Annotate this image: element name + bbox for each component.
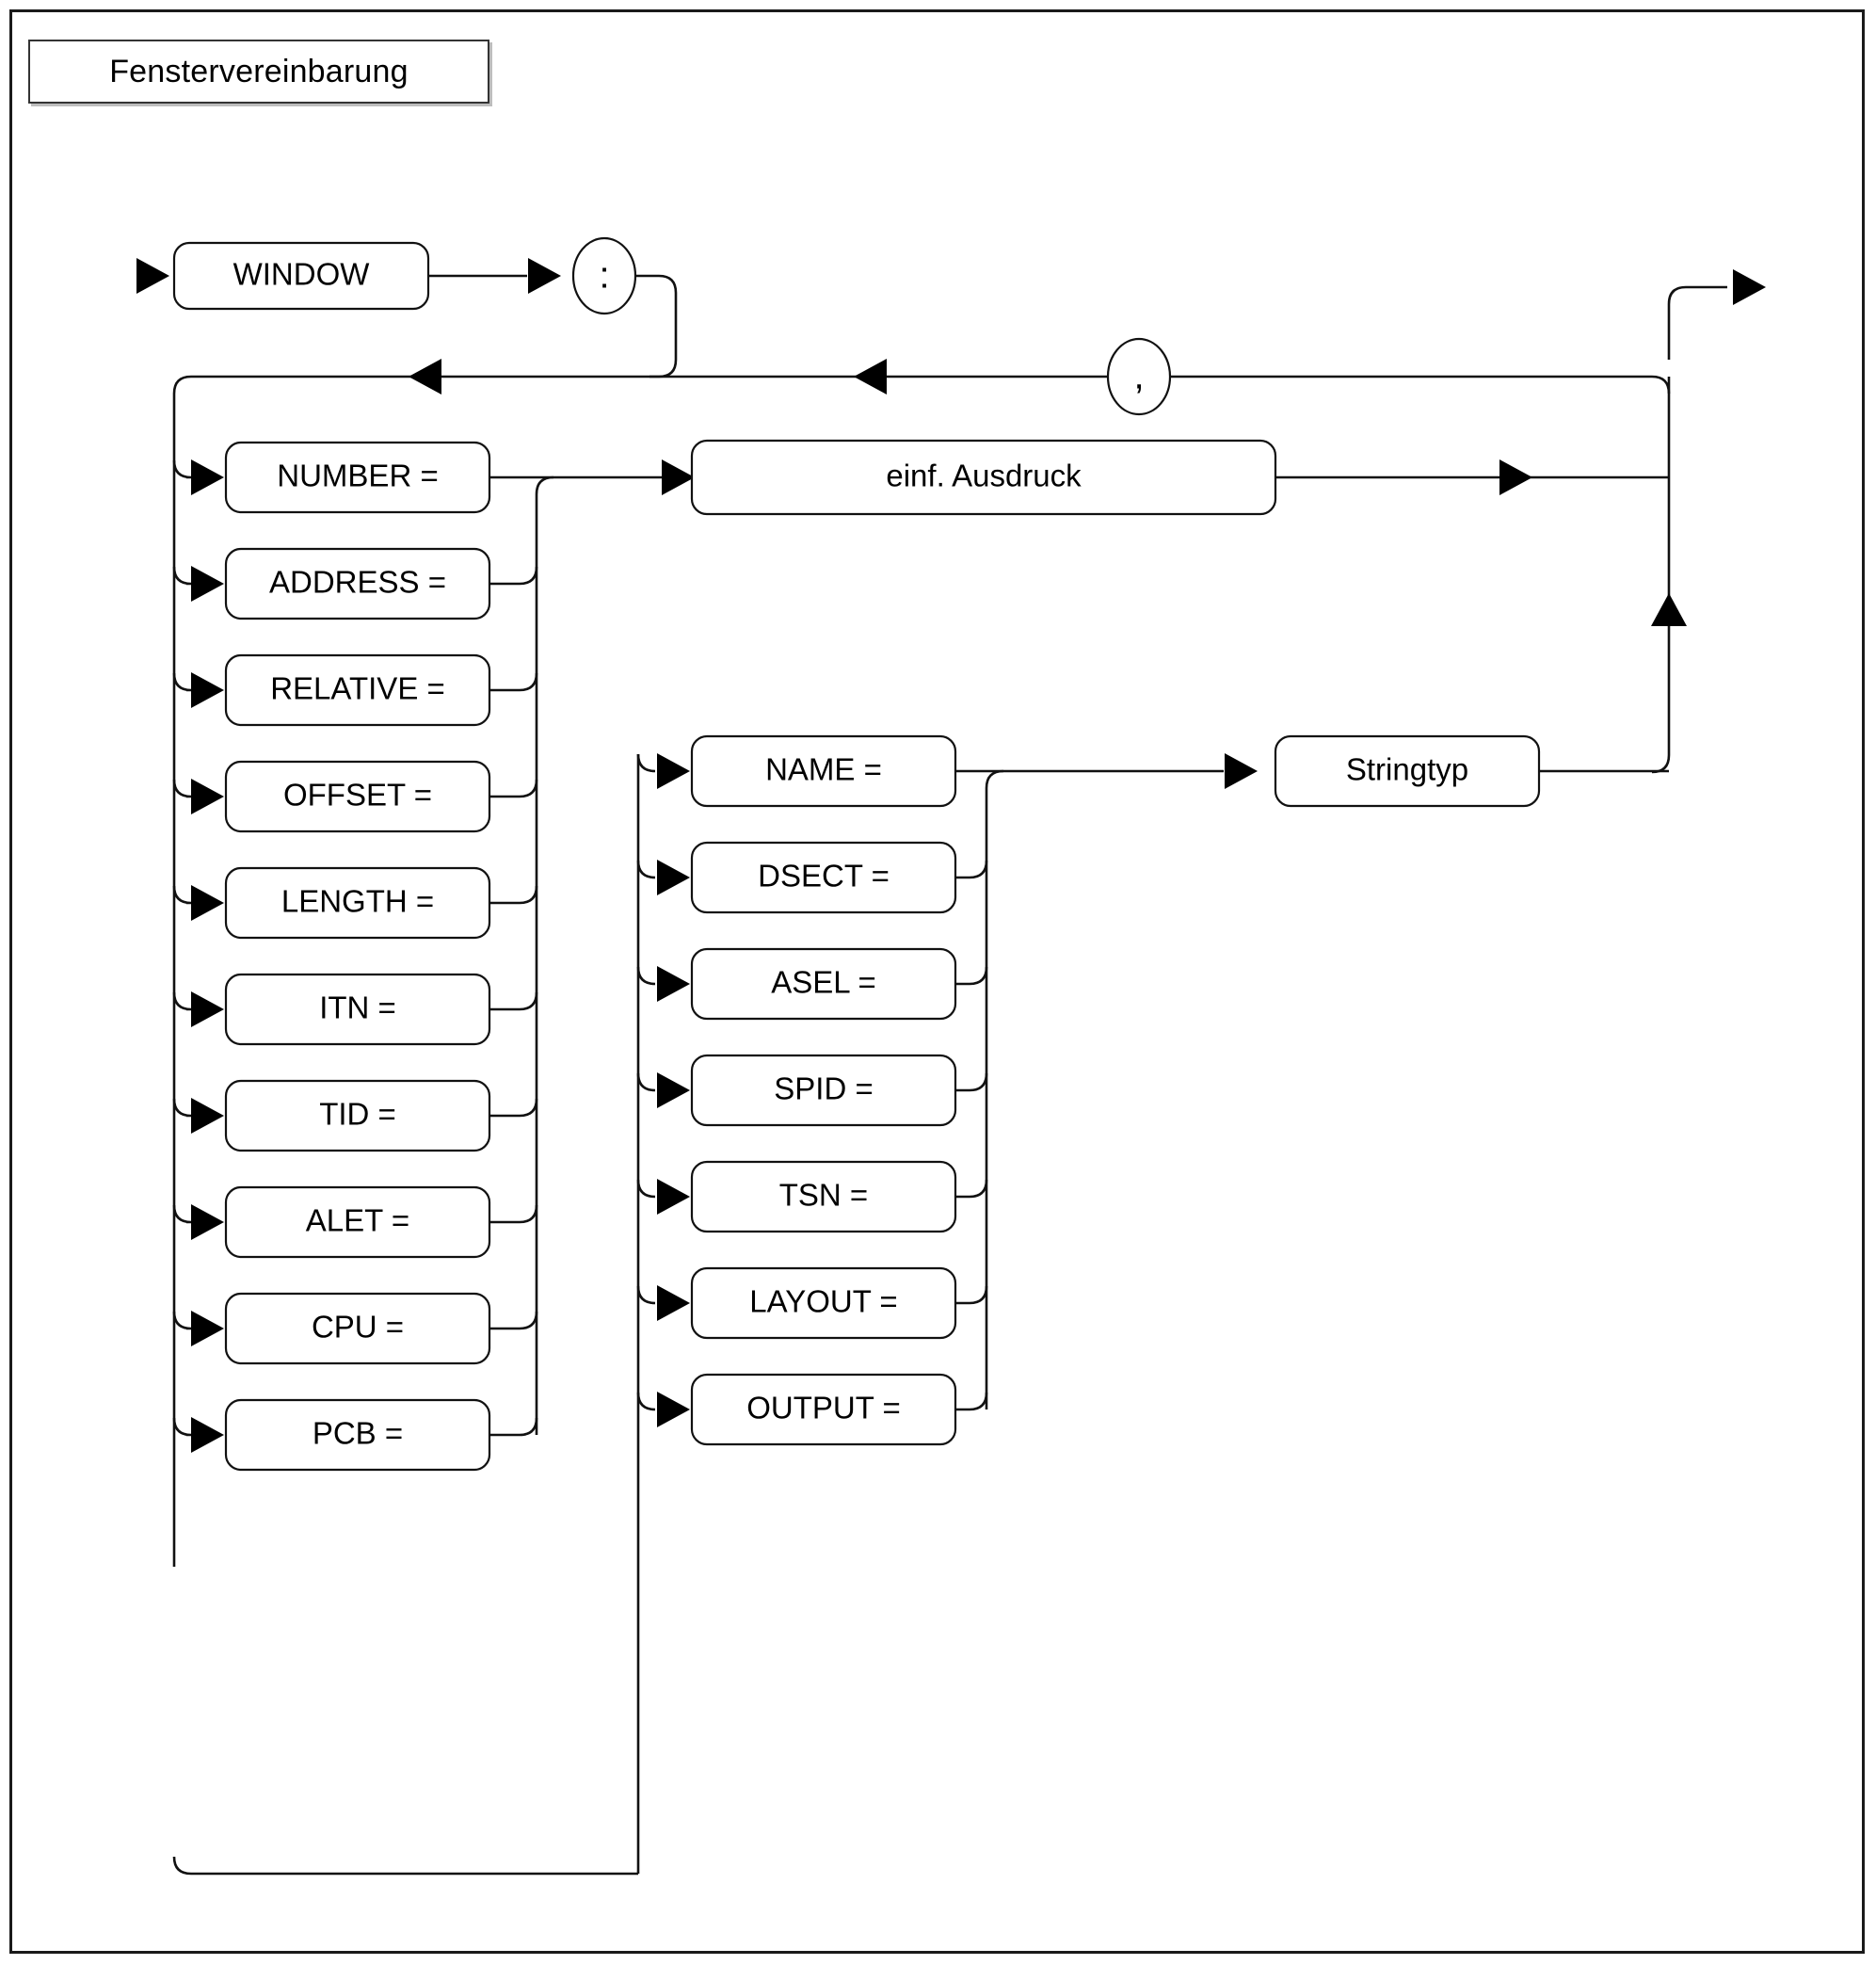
left-option-2[interactable]: ADDRESS =	[224, 547, 491, 620]
diagram-nodes: WINDOW:, NUMBER = ADDRESS = RELATIVE = OFFSE…	[172, 236, 1541, 1472]
left-option-10[interactable]: PCB =	[224, 1398, 491, 1472]
rail-lines	[172, 274, 1727, 1876]
middle-option-2[interactable]: DSECT =	[690, 841, 957, 914]
arrow-heads	[136, 258, 1766, 1453]
left-option-2-label: ADDRESS =	[269, 565, 446, 600]
left-option-5-label: LENGTH =	[281, 884, 434, 919]
middle-option-6[interactable]: LAYOUT =	[690, 1266, 957, 1340]
middle-option-7[interactable]: OUTPUT =	[690, 1373, 957, 1446]
nonterminal-einf-ausdruck[interactable]: einf. Ausdruck	[690, 439, 1277, 516]
left-option-3-label: RELATIVE =	[270, 671, 445, 706]
left-option-8[interactable]: ALET =	[224, 1185, 491, 1259]
nonterminal-einf-ausdruck-label: einf. Ausdruck	[886, 459, 1082, 493]
middle-option-1-label: NAME =	[765, 752, 882, 787]
left-option-9-label: CPU =	[312, 1310, 404, 1345]
left-option-3[interactable]: RELATIVE =	[224, 653, 491, 727]
middle-option-2-label: DSECT =	[758, 859, 890, 894]
nonterminal-stringtyp-label: Stringtyp	[1346, 752, 1468, 787]
left-option-10-label: PCB =	[313, 1416, 403, 1451]
middle-option-6-label: LAYOUT =	[749, 1284, 897, 1319]
left-option-8-label: ALET =	[306, 1203, 409, 1238]
diagram-title-box: Fenstervereinbarung	[28, 40, 489, 104]
symbol-comma-label: ,	[1133, 356, 1144, 397]
middle-option-1[interactable]: NAME =	[690, 734, 957, 808]
left-option-9[interactable]: CPU =	[224, 1292, 491, 1365]
terminal-window-label: WINDOW	[233, 257, 371, 292]
middle-option-3-label: ASEL =	[771, 965, 876, 1000]
middle-option-4[interactable]: SPID =	[690, 1054, 957, 1127]
left-option-7[interactable]: TID =	[224, 1079, 491, 1152]
middle-option-5-label: TSN =	[779, 1178, 868, 1213]
left-option-6-label: ITN =	[319, 991, 396, 1025]
terminal-window[interactable]: WINDOW	[172, 241, 430, 311]
symbol-colon[interactable]: :	[571, 236, 637, 315]
middle-option-4-label: SPID =	[774, 1071, 873, 1106]
left-option-1[interactable]: NUMBER =	[224, 441, 491, 514]
middle-option-7-label: OUTPUT =	[746, 1391, 901, 1425]
left-option-4[interactable]: OFFSET =	[224, 760, 491, 833]
middle-option-3[interactable]: ASEL =	[690, 947, 957, 1021]
page-title: Fenstervereinbarung	[109, 53, 409, 89]
left-option-6[interactable]: ITN =	[224, 973, 491, 1046]
middle-option-5[interactable]: TSN =	[690, 1160, 957, 1233]
left-option-5[interactable]: LENGTH =	[224, 866, 491, 940]
symbol-colon-label: :	[599, 255, 609, 297]
nonterminal-stringtyp[interactable]: Stringtyp	[1274, 734, 1541, 808]
left-option-4-label: OFFSET =	[283, 778, 432, 813]
left-option-1-label: NUMBER =	[277, 459, 438, 493]
left-option-7-label: TID =	[319, 1097, 396, 1132]
symbol-comma[interactable]: ,	[1106, 337, 1172, 416]
